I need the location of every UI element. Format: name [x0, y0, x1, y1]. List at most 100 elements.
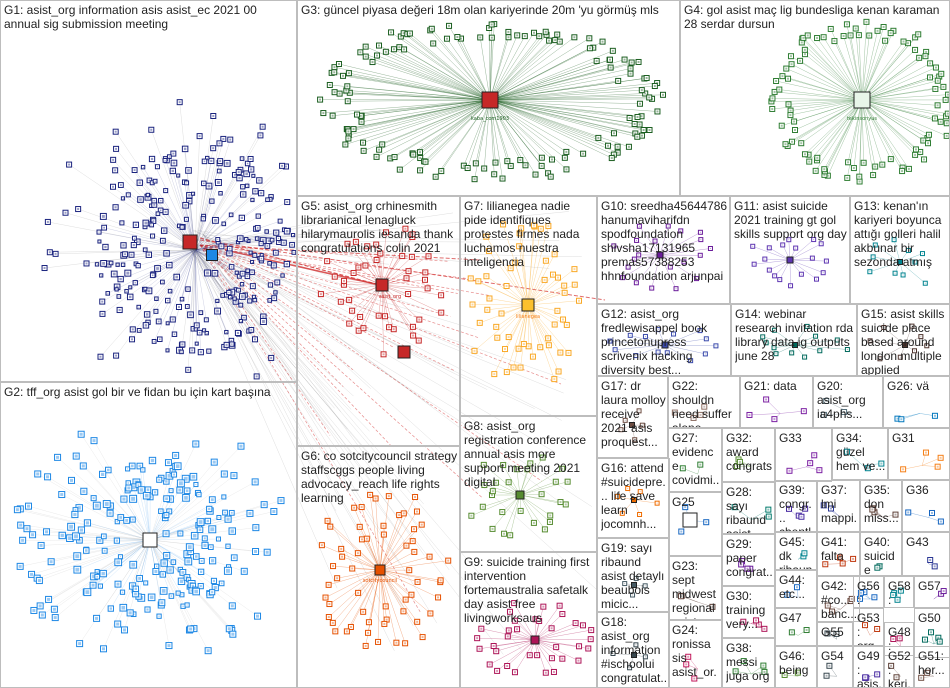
node[interactable] — [635, 58, 642, 65]
node[interactable] — [322, 594, 329, 601]
node[interactable] — [671, 331, 677, 337]
node[interactable] — [247, 298, 253, 304]
node[interactable] — [553, 644, 560, 651]
node[interactable] — [52, 250, 59, 257]
node[interactable] — [324, 258, 331, 265]
node[interactable] — [490, 643, 497, 650]
node[interactable] — [246, 509, 254, 517]
node[interactable] — [780, 242, 786, 248]
node[interactable] — [409, 538, 416, 545]
node[interactable] — [126, 293, 134, 301]
node[interactable] — [542, 28, 549, 35]
node[interactable] — [204, 517, 212, 525]
node[interactable] — [345, 135, 352, 142]
node[interactable] — [534, 652, 541, 659]
node[interactable] — [46, 249, 53, 256]
node[interactable] — [402, 640, 409, 647]
node[interactable] — [154, 296, 159, 301]
node[interactable] — [820, 34, 827, 41]
node[interactable] — [192, 553, 200, 560]
node[interactable] — [41, 265, 48, 272]
node[interactable] — [367, 491, 374, 498]
hub-node[interactable] — [661, 341, 669, 349]
node[interactable] — [615, 493, 621, 499]
hub-node[interactable] — [656, 251, 664, 259]
node[interactable] — [502, 346, 509, 353]
node[interactable] — [671, 409, 678, 416]
node[interactable] — [887, 30, 894, 37]
node[interactable] — [136, 304, 142, 310]
node[interactable] — [541, 526, 548, 533]
node[interactable] — [43, 528, 51, 536]
node[interactable] — [162, 530, 170, 538]
hub-node[interactable] — [182, 234, 198, 250]
node[interactable] — [112, 204, 119, 211]
node[interactable] — [277, 218, 283, 224]
node[interactable] — [345, 70, 352, 77]
node[interactable] — [206, 348, 212, 354]
hub-node[interactable] — [206, 249, 218, 261]
node[interactable] — [938, 70, 945, 77]
node[interactable] — [163, 250, 170, 257]
node[interactable] — [143, 286, 148, 291]
node[interactable] — [325, 614, 332, 621]
node[interactable] — [147, 593, 156, 602]
node[interactable] — [942, 96, 949, 103]
node[interactable] — [781, 671, 788, 678]
node[interactable] — [400, 608, 407, 615]
node[interactable] — [289, 241, 295, 248]
node[interactable] — [352, 238, 359, 245]
node[interactable] — [732, 668, 739, 675]
node[interactable] — [878, 460, 885, 467]
node[interactable] — [362, 262, 369, 269]
node[interactable] — [338, 545, 345, 552]
node[interactable] — [137, 486, 146, 494]
node[interactable] — [362, 53, 369, 60]
node[interactable] — [250, 259, 255, 264]
node[interactable] — [326, 601, 333, 608]
node[interactable] — [551, 251, 558, 258]
node[interactable] — [197, 568, 205, 575]
node[interactable] — [824, 602, 831, 609]
node[interactable] — [162, 208, 169, 215]
node[interactable] — [54, 453, 62, 461]
node[interactable] — [201, 158, 208, 165]
node[interactable] — [248, 327, 255, 333]
node[interactable] — [586, 35, 593, 42]
node[interactable] — [494, 667, 501, 674]
node[interactable] — [34, 470, 42, 478]
node[interactable] — [809, 255, 815, 261]
node[interactable] — [731, 504, 738, 511]
node[interactable] — [119, 220, 125, 226]
node[interactable] — [802, 354, 808, 360]
node[interactable] — [255, 213, 261, 219]
node[interactable] — [425, 253, 432, 260]
node[interactable] — [763, 396, 770, 403]
node[interactable] — [783, 65, 790, 72]
node[interactable] — [345, 128, 352, 135]
node[interactable] — [408, 253, 415, 260]
node[interactable] — [215, 536, 221, 542]
node[interactable] — [477, 34, 484, 41]
node[interactable] — [209, 589, 216, 596]
node[interactable] — [167, 288, 173, 294]
node[interactable] — [137, 196, 144, 203]
node[interactable] — [515, 345, 522, 352]
node[interactable] — [626, 115, 633, 122]
node[interactable] — [409, 231, 416, 238]
node[interactable] — [163, 188, 169, 194]
node[interactable] — [164, 459, 172, 467]
node[interactable] — [794, 669, 801, 676]
node[interactable] — [165, 321, 170, 326]
node[interactable] — [173, 273, 180, 281]
node[interactable] — [571, 34, 578, 41]
node[interactable] — [379, 141, 386, 148]
node[interactable] — [215, 298, 220, 304]
node[interactable] — [129, 516, 136, 523]
node[interactable] — [688, 358, 694, 364]
node[interactable] — [891, 237, 897, 243]
node[interactable] — [402, 596, 409, 603]
node[interactable] — [113, 145, 120, 152]
node[interactable] — [47, 558, 55, 566]
node[interactable] — [561, 154, 568, 161]
